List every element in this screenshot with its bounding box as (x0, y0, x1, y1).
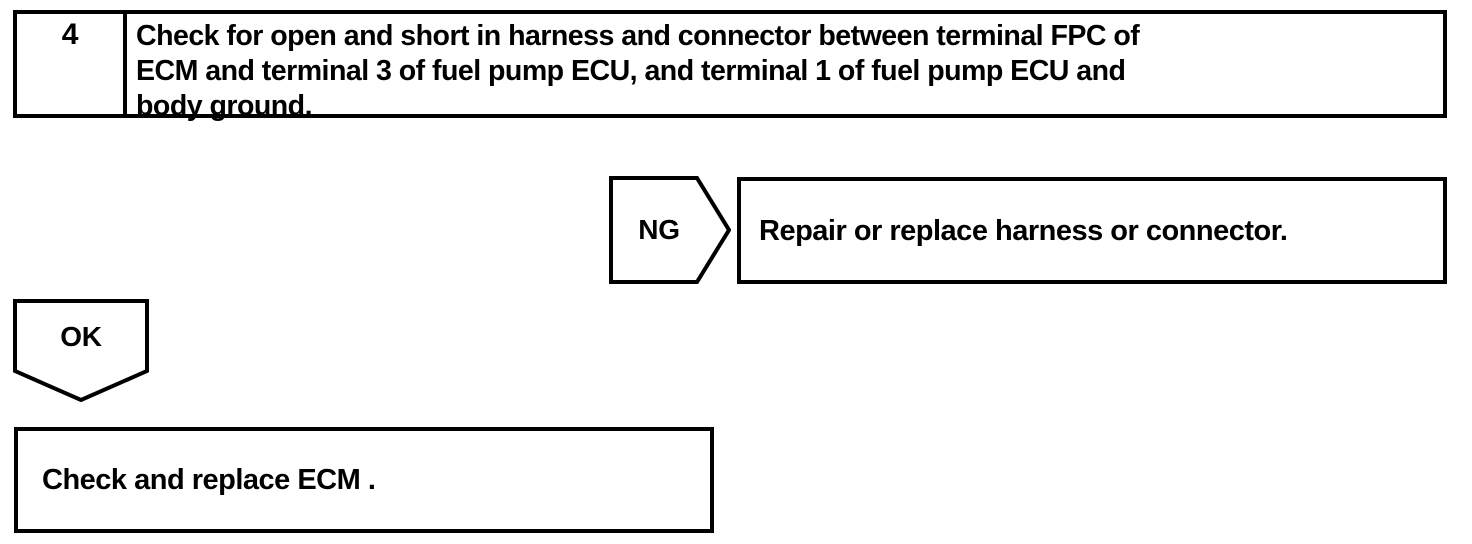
step-instruction-text: Check for open and short in harness and … (136, 20, 1140, 122)
ng-result-text: Repair or replace harness or connector. (759, 214, 1288, 247)
ng-arrow-shape (609, 176, 731, 284)
ok-result-box: Check and replace ECM . (14, 427, 714, 533)
step-number: 4 (61, 18, 79, 51)
step-row: 4 Check for open and short in harness an… (13, 10, 1447, 122)
step-instruction-cell: Check for open and short in harness and … (127, 14, 1443, 122)
ng-result-box: Repair or replace harness or connector. (737, 177, 1447, 284)
ok-arrow-shape (13, 299, 149, 402)
step-number-cell: 4 (17, 14, 127, 114)
ok-result-text: Check and replace ECM . (42, 464, 376, 496)
